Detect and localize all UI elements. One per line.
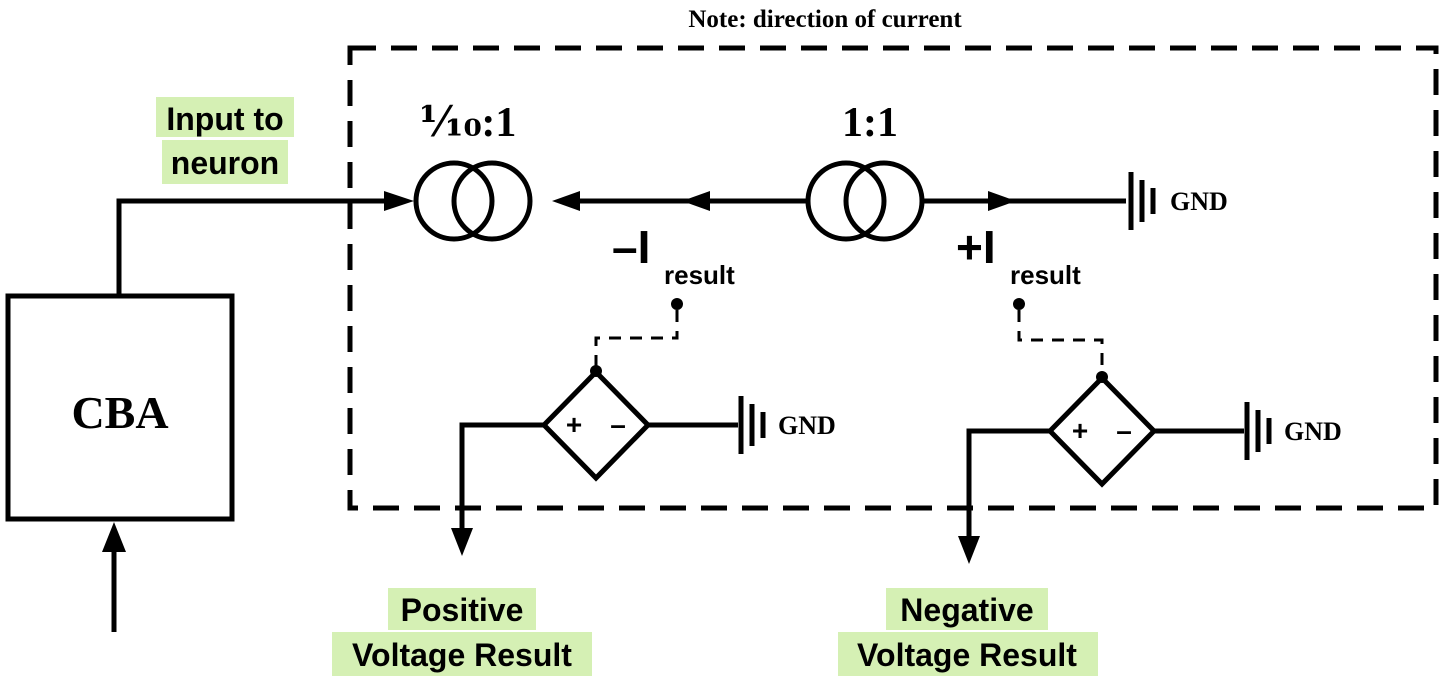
source-left-minus: – — [610, 409, 626, 440]
source-left-plus: + — [566, 409, 582, 440]
positive-result-line2: Voltage Result — [352, 637, 572, 673]
control-link-right — [1017, 310, 1104, 372]
cba-input-arrowhead — [102, 522, 126, 552]
mirror-link-arrowhead-mid — [682, 191, 710, 211]
mirror-right-circle-a — [805, 160, 887, 242]
current-neg-label: –I result — [612, 221, 735, 290]
source-right-minus: – — [1116, 415, 1132, 446]
current-pos-label: +I result — [956, 221, 1081, 290]
cba-output-wire — [116, 198, 395, 296]
positive-highlight-2 — [332, 632, 592, 676]
negative-result-line2: Voltage Result — [857, 637, 1077, 673]
input-highlight-1 — [156, 97, 294, 137]
mirror-link-arrowhead-left — [552, 191, 580, 211]
positive-output-arrowhead — [451, 528, 473, 556]
input-label-line2: neuron — [171, 145, 279, 181]
current-pos-main: +I — [956, 221, 996, 273]
negative-result-label: Negative Voltage Result — [838, 588, 1098, 676]
negative-result-line1: Negative — [900, 592, 1033, 628]
current-neg-sub: result — [664, 260, 735, 290]
cba-label: CBA — [71, 387, 168, 438]
note-label: Note: direction of current — [688, 6, 962, 33]
positive-highlight-1 — [388, 588, 536, 630]
ratio-right-label: 1:1 — [842, 100, 898, 146]
input-to-neuron-label: Input to neuron — [156, 97, 294, 184]
current-neg-main: –I — [612, 221, 650, 273]
current-pos-sub: result — [1010, 260, 1081, 290]
control-link-left — [594, 310, 679, 368]
dashed-enclosure — [347, 45, 1439, 511]
gnd-top-symbol — [1128, 172, 1156, 230]
mirror-left-circle-b — [451, 160, 533, 242]
input-arrowhead — [384, 191, 414, 211]
gnd-top-arrowhead — [988, 191, 1016, 211]
gnd-left-symbol — [738, 396, 766, 454]
gnd-right-symbol — [1244, 402, 1272, 460]
gnd-top-label: GND — [1170, 187, 1228, 216]
positive-result-label: Positive Voltage Result — [332, 588, 592, 676]
mirror-left-circle-a — [413, 160, 495, 242]
input-highlight-2 — [162, 140, 288, 184]
input-label-line1: Input to — [166, 101, 283, 137]
positive-output-wire — [459, 422, 544, 528]
source-right-plus: + — [1072, 415, 1088, 446]
ratio-left-label: ⅒:1 — [420, 100, 517, 146]
diamond-right — [1046, 374, 1158, 488]
gnd-left-label: GND — [778, 411, 836, 440]
negative-output-wire — [966, 428, 1050, 536]
positive-result-line1: Positive — [401, 592, 524, 628]
diamond-left — [540, 368, 652, 482]
dependent-source-left: + – — [540, 368, 652, 482]
negative-output-arrowhead — [958, 536, 980, 564]
gnd-right-label: GND — [1284, 417, 1342, 446]
sense-dot-right — [1013, 298, 1025, 310]
current-mirror-left — [413, 160, 533, 242]
current-mirror-right — [805, 160, 925, 242]
cba-block: CBA — [5, 293, 235, 522]
sense-dot-left — [671, 298, 683, 310]
negative-highlight-2 — [838, 632, 1098, 676]
dependent-source-right: + – — [1046, 374, 1158, 488]
negative-highlight-1 — [886, 588, 1048, 630]
